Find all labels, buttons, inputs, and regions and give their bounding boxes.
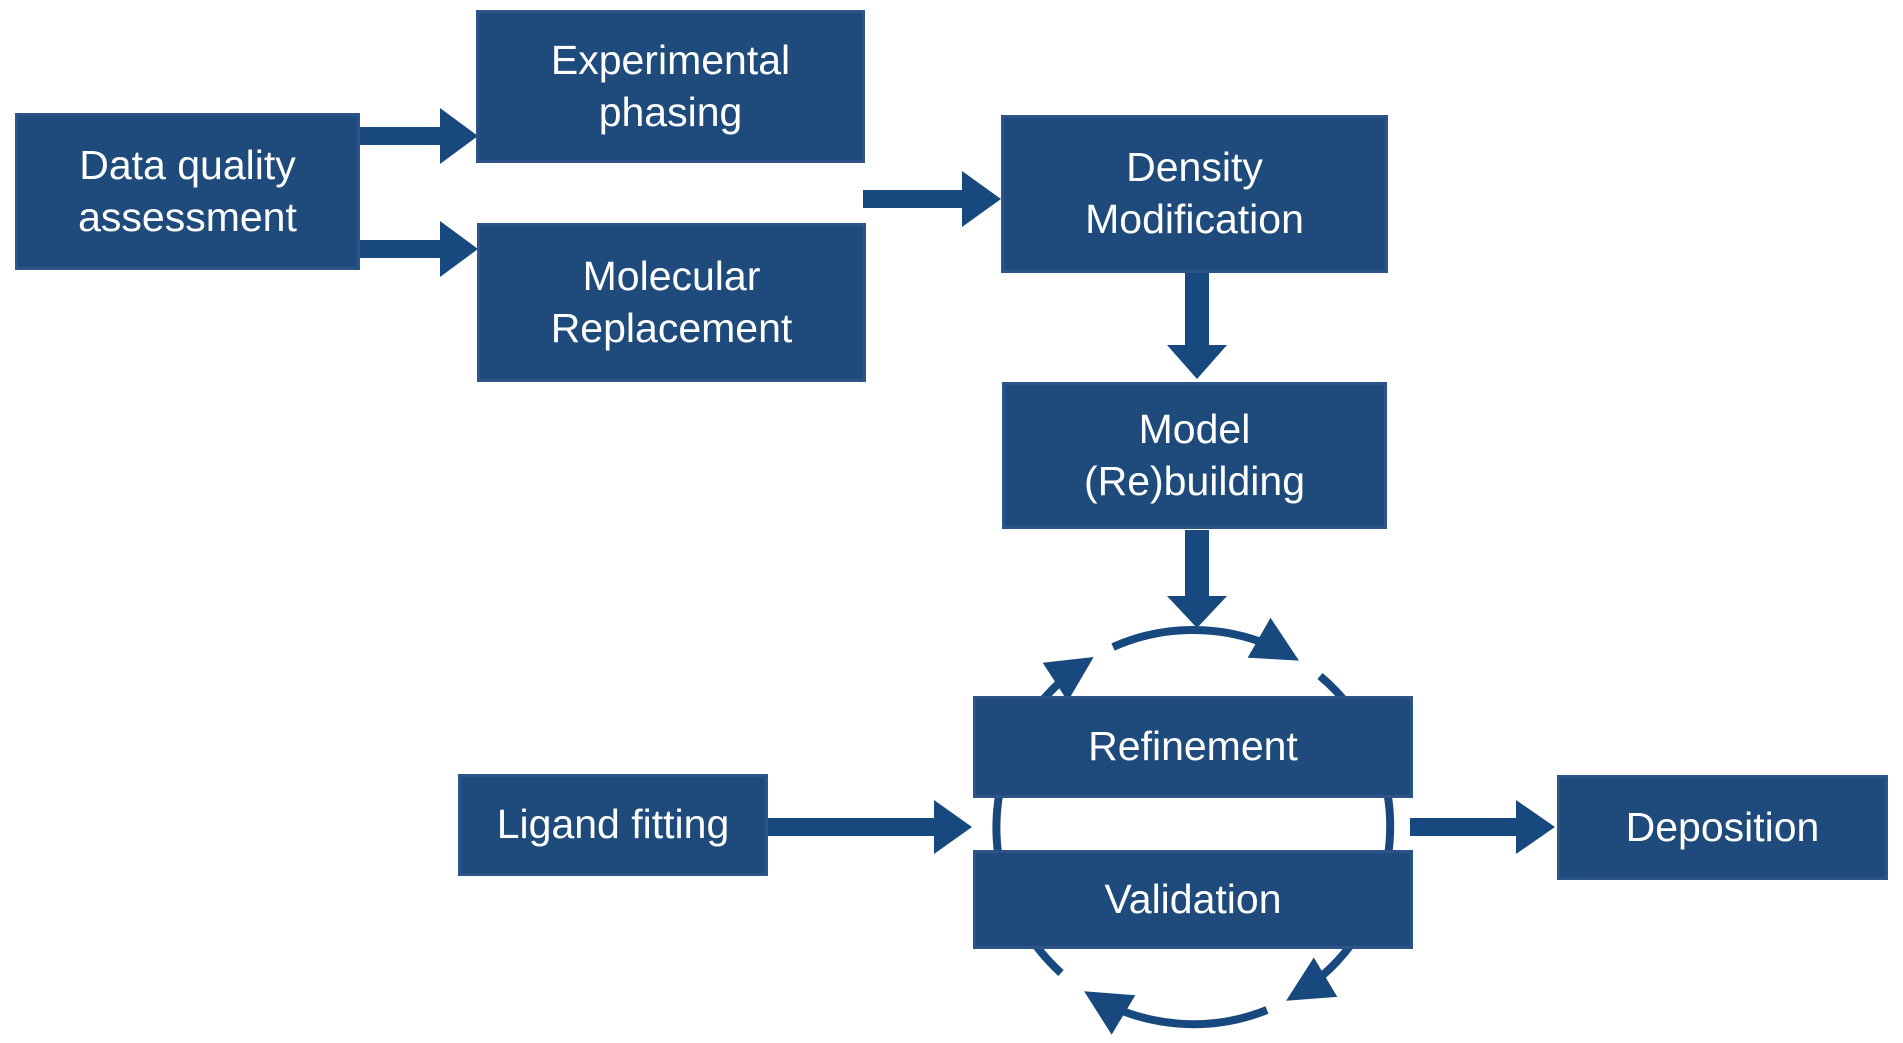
node-label-line: assessment <box>78 193 297 240</box>
node-label-line: (Re)building <box>1083 457 1306 504</box>
arrow-dqa-to-experimental-phasing <box>360 108 478 164</box>
node-label-line: Molecular <box>582 252 761 299</box>
node-deposition: Deposition <box>1557 775 1888 880</box>
cycle-arc-top <box>1111 617 1299 661</box>
node-label-line: Data quality <box>79 141 296 188</box>
node-label-line: Ligand fitting <box>496 801 730 848</box>
node-data-quality-assessment: Data quality assessment <box>15 113 360 270</box>
arrow-phasing-to-density-modification <box>863 171 1001 227</box>
arrow-cycle-to-deposition <box>1410 800 1555 854</box>
node-label-line: Experimental <box>550 36 791 83</box>
arrow-model-rebuilding-to-cycle <box>1167 530 1227 628</box>
node-label-line: phasing <box>598 88 743 135</box>
cycle-arc-bottom <box>1084 991 1269 1035</box>
node-model-rebuilding: Model (Re)building <box>1002 382 1387 529</box>
node-molecular-replacement: Molecular Replacement <box>477 223 866 382</box>
node-validation: Validation <box>973 850 1413 949</box>
arrow-ligand-fitting-to-cycle <box>768 800 972 854</box>
node-label-line: Modification <box>1085 196 1304 242</box>
node-label-line: Replacement <box>550 304 793 351</box>
arrow-density-modification-to-model-rebuilding <box>1167 273 1227 379</box>
node-label-line: Validation <box>1104 875 1282 922</box>
node-density-modification: Density Modification <box>1001 115 1388 273</box>
node-experimental-phasing: Experimental phasing <box>476 10 865 163</box>
node-label-line: Density <box>1126 144 1263 191</box>
node-label-line: Refinement <box>1088 723 1298 770</box>
refinement-validation-cycle <box>992 617 1395 1035</box>
node-refinement: Refinement <box>973 696 1413 798</box>
node-label-line: Deposition <box>1625 803 1820 850</box>
node-ligand-fitting: Ligand fitting <box>458 774 768 876</box>
node-label-line: Model <box>1138 405 1251 452</box>
arrow-dqa-to-molecular-replacement <box>360 221 478 277</box>
